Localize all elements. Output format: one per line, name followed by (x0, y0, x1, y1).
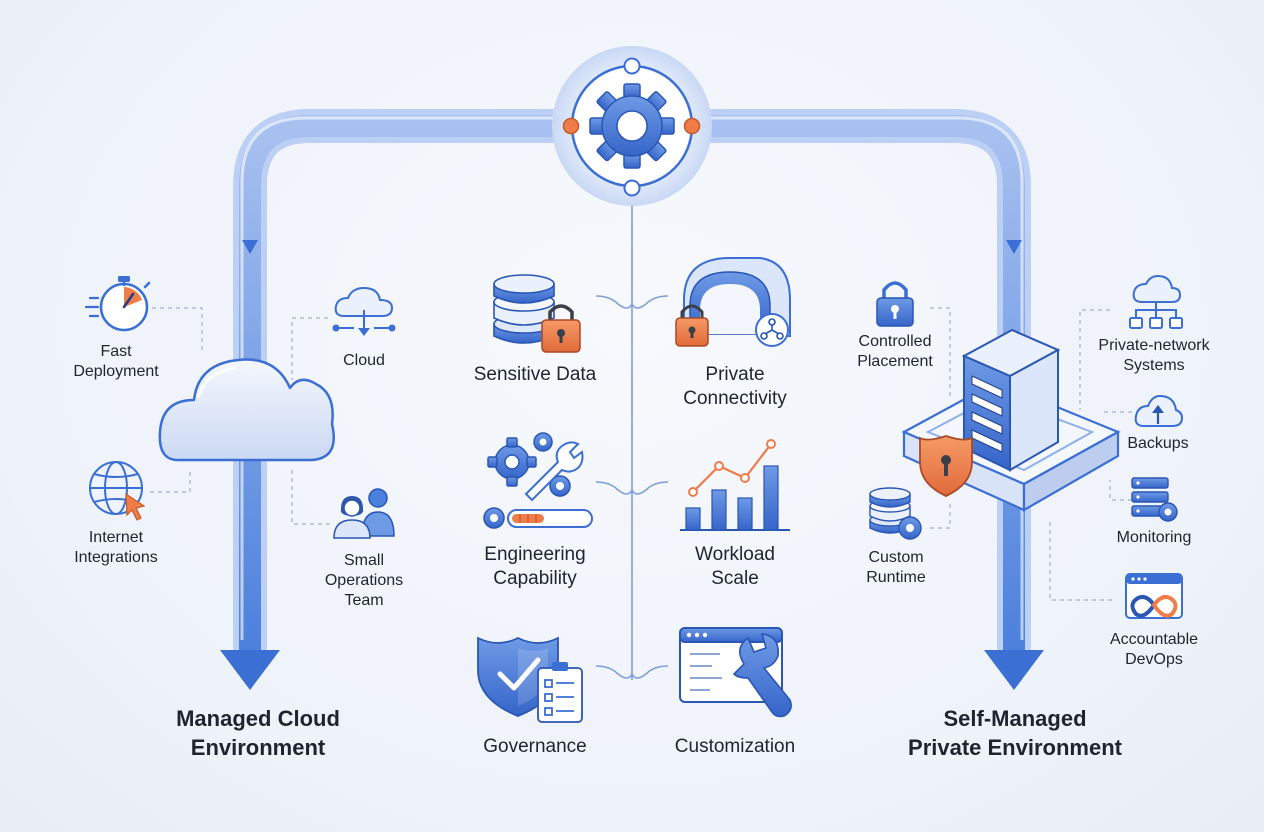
tunnel-lock-icon (675, 257, 791, 347)
cloud-icon (158, 358, 335, 462)
managed-environment-title: Managed Cloud Environment (176, 706, 340, 760)
gear-hub-icon (552, 46, 712, 206)
globe-cursor-icon (89, 461, 146, 521)
fast-deployment-label: Fast Deployment (73, 343, 159, 380)
self-managed-environment-title: Self-Managed Private Environment (908, 706, 1122, 760)
managed-arrow-head (220, 650, 280, 690)
cloud-download-icon (332, 286, 396, 336)
monitoring-label: Monitoring (1116, 529, 1192, 546)
team-icon (333, 488, 395, 539)
customization-label: Customization (674, 736, 796, 757)
window-wrench-icon (679, 627, 792, 718)
shield-checklist-icon (477, 636, 583, 723)
sensitive-data-label: Sensitive Data (473, 364, 597, 385)
small-operations-team-label: Small Operations Team (324, 552, 404, 609)
growth-chart-icon (680, 439, 790, 531)
managed-connectors (150, 307, 330, 525)
center-spine (595, 200, 669, 680)
self-managed-connectors (930, 307, 1132, 601)
lock-icon (876, 281, 914, 327)
flow-paths (220, 109, 1044, 690)
database-lock-icon (493, 274, 581, 353)
private-connectivity-label: Private Connectivity (683, 364, 787, 409)
database-gear-icon (869, 487, 922, 540)
internet-integrations-label: Internet Integrations (74, 529, 158, 566)
cloud-label: Cloud (343, 352, 385, 369)
engineering-capability-label: Engineering Capability (484, 544, 586, 589)
cloud-network-icon (1129, 274, 1183, 329)
workload-scale-label: Workload Scale (695, 544, 775, 589)
self-managed-arrow-head (984, 650, 1044, 690)
server-platform-icon (901, 328, 1121, 512)
devops-infinity-icon (1125, 573, 1183, 619)
gears-wrench-icon (483, 432, 593, 529)
server-gear-icon (1131, 477, 1178, 522)
cloud-upload-icon (1134, 394, 1184, 427)
governance-label: Governance (483, 736, 587, 757)
private-network-systems-label: Private-network Systems (1098, 337, 1210, 374)
accountable-devops-label: Accountable DevOps (1109, 631, 1199, 668)
backups-label: Backups (1127, 435, 1189, 452)
controlled-placement-label: Controlled Placement (857, 333, 933, 370)
stopwatch-icon (84, 276, 151, 332)
custom-runtime-label: Custom Runtime (866, 549, 926, 586)
